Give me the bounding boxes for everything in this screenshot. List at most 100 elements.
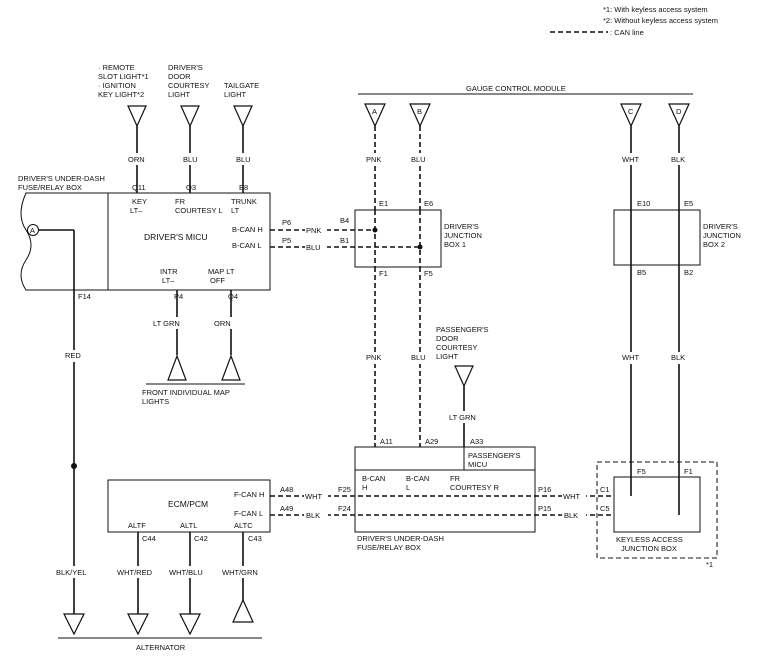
pmicu-pin-a33: A33 <box>470 437 483 446</box>
svg-text:DRIVER'S: DRIVER'S <box>168 63 203 72</box>
svg-text:PASSENGER'S: PASSENGER'S <box>436 325 489 334</box>
ecm-fcan-h: F-CAN H <box>234 490 264 499</box>
passenger-door-courtesy-label: PASSENGER'S DOOR COURTESY LIGHT <box>436 325 489 361</box>
gcm-connector-d-icon <box>668 103 690 128</box>
alternator-connector-1-icon <box>63 613 85 636</box>
jb2-title: DRIVER'S JUNCTION BOX 2 <box>703 222 741 249</box>
front-map-light-connector-2-icon <box>221 354 241 381</box>
svg-text:LIGHT: LIGHT <box>224 90 247 99</box>
wire-blu-mid: BLU <box>411 353 426 362</box>
jb1-pin-b4: B4 <box>340 216 349 225</box>
svg-text:DOOR: DOOR <box>168 72 191 81</box>
remote-slot-connector-label: · REMOTE SLOT LIGHT*1 · IGNITION KEY LIG… <box>98 63 149 99</box>
gcm-letter-b: B <box>417 107 422 116</box>
door-courtesy-connector-icon <box>180 105 200 128</box>
alternator-label: ALTERNATOR <box>136 643 186 652</box>
svg-text:DRIVER'S UNDER-DASH: DRIVER'S UNDER-DASH <box>18 174 105 183</box>
jb2-pin-b5: B5 <box>637 268 646 277</box>
wire-blk-fcan-right: BLK <box>564 511 578 520</box>
pin-f14: F14 <box>78 292 91 301</box>
drivers-micu-label: DRIVER'S MICU <box>144 232 208 242</box>
connector-a-circle-icon <box>27 224 39 236</box>
jb1-title: DRIVER'S JUNCTION BOX 1 <box>444 222 482 249</box>
pmicu-pin-p16: P16 <box>538 485 551 494</box>
svg-text:TAILGATE: TAILGATE <box>224 81 259 90</box>
wire-pnk-bcan: PNK <box>306 226 321 235</box>
svg-text:COURTESY R: COURTESY R <box>450 483 499 492</box>
pin-q3: Q3 <box>186 183 196 192</box>
ecm-pcm-box <box>107 479 271 533</box>
jb2-pin-b2: B2 <box>684 268 693 277</box>
svg-text:BOX 2: BOX 2 <box>703 240 725 249</box>
svg-text:COURTESY L: COURTESY L <box>175 206 223 215</box>
ecm-pin-c43: C43 <box>248 534 262 543</box>
pmicu-bcan-h: B-CAN <box>362 474 385 483</box>
wire-blk-fcan-left: BLK <box>306 511 320 520</box>
svg-text:· REMOTE: · REMOTE <box>98 63 135 72</box>
svg-text:JUNCTION BOX: JUNCTION BOX <box>621 544 677 553</box>
jb1-pin-f1: F1 <box>379 269 388 278</box>
alternator-connector-2-icon <box>127 613 149 636</box>
gcm-connector-c-icon <box>620 103 642 128</box>
keyless-pin-c1: C1 <box>600 485 610 494</box>
legend-note-1: *1: With keyless access system <box>603 5 708 14</box>
svg-text:COURTESY: COURTESY <box>436 343 478 352</box>
alternator-connector-3-icon <box>179 613 201 636</box>
micu-intr-lt: INTR <box>160 267 178 276</box>
pmicu-pin-a29: A29 <box>425 437 438 446</box>
junction-box-1 <box>354 209 442 268</box>
remote-slot-connector-icon <box>127 105 147 128</box>
jb1-pin-e6: E6 <box>424 199 433 208</box>
svg-text:LT–: LT– <box>130 206 143 215</box>
keyless-access-junction-box <box>613 476 701 533</box>
ecm-pin-a49: A49 <box>280 504 293 513</box>
svg-text:LIGHTS: LIGHTS <box>142 397 169 406</box>
svg-text:COURTESY: COURTESY <box>168 81 210 90</box>
pmicu-pin-f25: F25 <box>338 485 351 494</box>
pin-q11: Q11 <box>132 183 146 192</box>
wire-lt-grn-passenger: LT GRN <box>449 413 476 422</box>
svg-text:FUSE/RELAY BOX: FUSE/RELAY BOX <box>18 183 82 192</box>
ecm-pin-c44: C44 <box>142 534 156 543</box>
svg-text:MICU: MICU <box>468 460 487 469</box>
pmicu-pin-a11: A11 <box>380 437 393 446</box>
micu-bcan-h: B-CAN H <box>232 225 263 234</box>
pin-e8: E8 <box>239 183 248 192</box>
splice-dot <box>71 463 77 469</box>
tailgate-connector-icon <box>233 105 253 128</box>
pin-p5: P5 <box>282 236 291 245</box>
wire-orn-top: ORN <box>128 155 145 164</box>
ecm-pin-a48: A48 <box>280 485 293 494</box>
svg-text:PASSENGER'S: PASSENGER'S <box>468 451 521 460</box>
drivers-door-courtesy-label: DRIVER'S DOOR COURTESY LIGHT <box>168 63 210 99</box>
jb2-pin-e5: E5 <box>684 199 693 208</box>
wire-wht-blu: WHT/BLU <box>169 568 203 577</box>
svg-text:DRIVER'S UNDER-DASH: DRIVER'S UNDER-DASH <box>357 534 444 543</box>
wire-wht-fcan-right: WHT <box>563 492 580 501</box>
pin-q4: Q4 <box>228 292 238 301</box>
ecm-altc: ALTC <box>234 521 253 530</box>
svg-text:DOOR: DOOR <box>436 334 459 343</box>
gcm-connector-b-icon <box>409 103 431 128</box>
gcm-letter-d: D <box>676 107 682 116</box>
wire-blu-tail: BLU <box>236 155 251 164</box>
jb1-pin-e1: E1 <box>379 199 388 208</box>
ecm-pin-c42: C42 <box>194 534 208 543</box>
wire-pnk-top: PNK <box>366 155 381 164</box>
fuse-box-title: DRIVER'S UNDER-DASH FUSE/RELAY BOX <box>18 174 105 192</box>
gcm-connector-a-icon <box>364 103 386 128</box>
wire-wht-red: WHT/RED <box>117 568 153 577</box>
svg-text:KEY LIGHT*2: KEY LIGHT*2 <box>98 90 144 99</box>
keyless-pin-f1: F1 <box>684 467 693 476</box>
keyless-note: *1 <box>706 560 713 569</box>
pmicu-pin-p15: P15 <box>538 504 551 513</box>
gcm-letter-a: A <box>372 107 377 116</box>
wire-blk-mid: BLK <box>671 353 685 362</box>
svg-text:DRIVER'S: DRIVER'S <box>703 222 738 231</box>
fuse-relay-box-outline <box>20 192 271 291</box>
svg-text:JUNCTION: JUNCTION <box>444 231 482 240</box>
wire-pnk-mid: PNK <box>366 353 381 362</box>
gauge-control-module-label: GAUGE CONTROL MODULE <box>466 84 566 93</box>
